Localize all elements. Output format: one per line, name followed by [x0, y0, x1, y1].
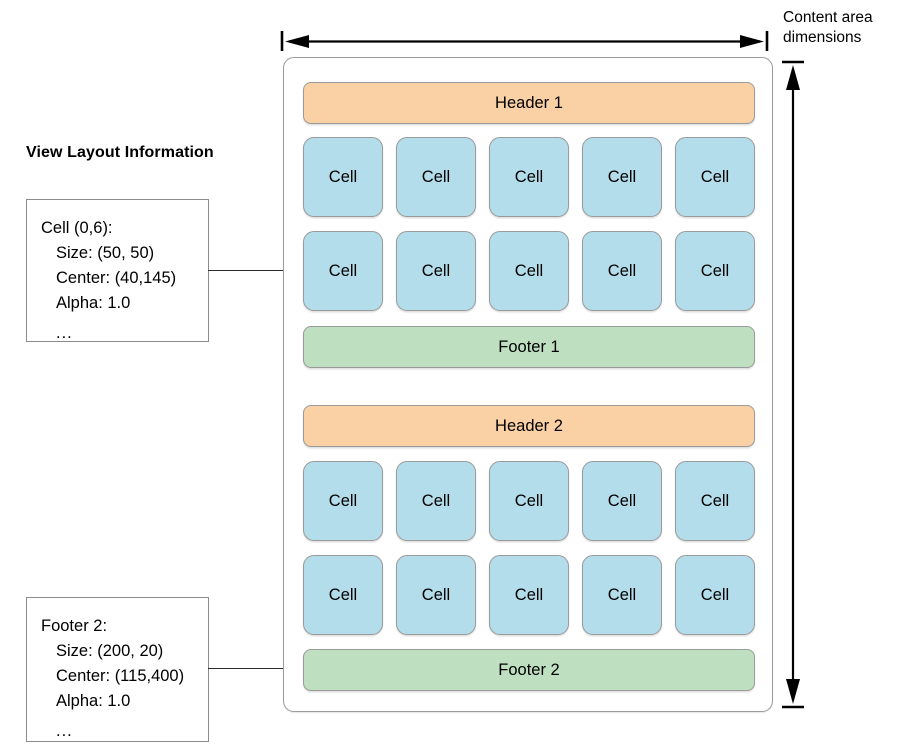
cell-label: Cell — [421, 491, 451, 510]
cell[interactable]: Cell — [675, 137, 755, 217]
content-area-label-line-1: Content area — [783, 9, 873, 26]
cell-label: Cell — [514, 491, 544, 510]
cell-label: Cell — [421, 261, 451, 280]
cell-row: Cell Cell Cell Cell Cell — [303, 461, 755, 541]
cell[interactable]: Cell — [303, 137, 383, 217]
cell-label: Cell — [421, 585, 451, 604]
footer-info-callout: Footer 2: Size: (200, 20) Center: (115,4… — [26, 597, 209, 742]
cell[interactable]: Cell — [489, 461, 569, 541]
cell[interactable]: Cell — [675, 231, 755, 311]
cell-row: Cell Cell Cell Cell Cell — [303, 231, 755, 311]
cell[interactable]: Cell — [675, 555, 755, 635]
cell[interactable]: Cell — [303, 231, 383, 311]
callout-alpha: Alpha: 1.0 — [56, 294, 131, 312]
cell-label: Cell — [700, 167, 730, 186]
cell[interactable]: Cell — [675, 461, 755, 541]
content-width-dimension-arrow — [280, 31, 769, 51]
cell-label: Cell — [421, 167, 451, 186]
header-band-label: Header 1 — [495, 93, 563, 112]
footer-band-1: Footer 1 — [303, 326, 755, 368]
callout-ellipsis: ... — [56, 324, 73, 342]
cell[interactable]: Cell — [396, 137, 476, 217]
footer-band-2: Footer 2 — [303, 649, 755, 691]
cell-label: Cell — [514, 167, 544, 186]
header-band-label: Header 2 — [495, 416, 563, 435]
cell[interactable]: Cell — [582, 137, 662, 217]
cell[interactable]: Cell — [396, 461, 476, 541]
cell-label: Cell — [607, 261, 637, 280]
cell-label: Cell — [514, 261, 544, 280]
cell-label: Cell — [700, 491, 730, 510]
cell[interactable]: Cell — [303, 461, 383, 541]
cell-callout-connector-line — [208, 270, 319, 271]
callout-title: Cell (0,6): — [41, 219, 113, 237]
cell[interactable]: Cell — [489, 137, 569, 217]
callout-alpha: Alpha: 1.0 — [56, 692, 131, 710]
callout-size: Size: (200, 20) — [56, 642, 164, 660]
footer-callout-connector-line — [208, 668, 314, 669]
callout-ellipsis: ... — [56, 722, 73, 740]
cell-label: Cell — [514, 585, 544, 604]
cell[interactable]: Cell — [489, 231, 569, 311]
header-band-1: Header 1 — [303, 82, 755, 124]
footer-band-label: Footer 2 — [498, 660, 560, 679]
cell[interactable]: Cell — [582, 555, 662, 635]
cell-label: Cell — [328, 585, 358, 604]
cell[interactable]: Cell — [303, 555, 383, 635]
cell-label: Cell — [328, 261, 358, 280]
cell-row: Cell Cell Cell Cell Cell — [303, 555, 755, 635]
cell-label: Cell — [328, 491, 358, 510]
cell-label: Cell — [607, 585, 637, 604]
content-area-label-line-2: dimensions — [783, 29, 862, 46]
cell-info-callout: Cell (0,6): Size: (50, 50) Center: (40,1… — [26, 199, 209, 342]
cell[interactable]: Cell — [396, 231, 476, 311]
content-height-dimension-arrow — [782, 60, 804, 709]
page-title: View Layout Information — [26, 144, 214, 161]
callout-title: Footer 2: — [41, 617, 108, 635]
cell-row: Cell Cell Cell Cell Cell — [303, 137, 755, 217]
cell-label: Cell — [607, 167, 637, 186]
cell-label: Cell — [700, 585, 730, 604]
cell-label: Cell — [607, 491, 637, 510]
callout-size: Size: (50, 50) — [56, 244, 155, 262]
content-area-dimensions-label: Content area dimensions — [783, 8, 873, 48]
cell[interactable]: Cell — [582, 461, 662, 541]
content-area-container: Header 1 Cell Cell Cell Cell Cell Cell C… — [283, 57, 773, 712]
callout-center: Center: (115,400) — [56, 667, 185, 685]
cell-label: Cell — [328, 167, 358, 186]
footer-band-label: Footer 1 — [498, 337, 560, 356]
header-band-2: Header 2 — [303, 405, 755, 447]
cell[interactable]: Cell — [582, 231, 662, 311]
callout-center: Center: (40,145) — [56, 269, 177, 287]
cell[interactable]: Cell — [396, 555, 476, 635]
cell[interactable]: Cell — [489, 555, 569, 635]
cell-label: Cell — [700, 261, 730, 280]
